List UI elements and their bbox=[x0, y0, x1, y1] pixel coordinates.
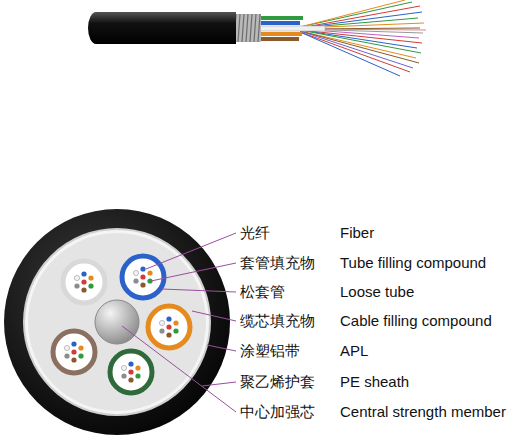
leader-line bbox=[122, 233, 236, 412]
cable-cross-section bbox=[4, 209, 230, 435]
part-label: APL bbox=[340, 341, 368, 361]
part-label: Fiber bbox=[340, 223, 374, 243]
part-label: Tube filling compound bbox=[340, 253, 486, 273]
part-label: PE sheath bbox=[340, 372, 409, 392]
part-label: 套管填充物 bbox=[240, 253, 315, 273]
part-label: Cable filling compound bbox=[340, 311, 492, 331]
part-label: 松套管 bbox=[240, 282, 285, 302]
part-label: 光纤 bbox=[240, 223, 270, 243]
part-label: 缆芯填充物 bbox=[240, 311, 315, 331]
part-label: 涂塑铝带 bbox=[240, 341, 300, 361]
part-label: Loose tube bbox=[340, 282, 414, 302]
part-label: 中心加强芯 bbox=[240, 402, 315, 422]
loose-tube bbox=[53, 256, 190, 393]
part-label: Central strength member bbox=[340, 402, 506, 422]
part-label: 聚乙烯护套 bbox=[240, 372, 315, 392]
cable-side-view bbox=[88, 0, 426, 76]
